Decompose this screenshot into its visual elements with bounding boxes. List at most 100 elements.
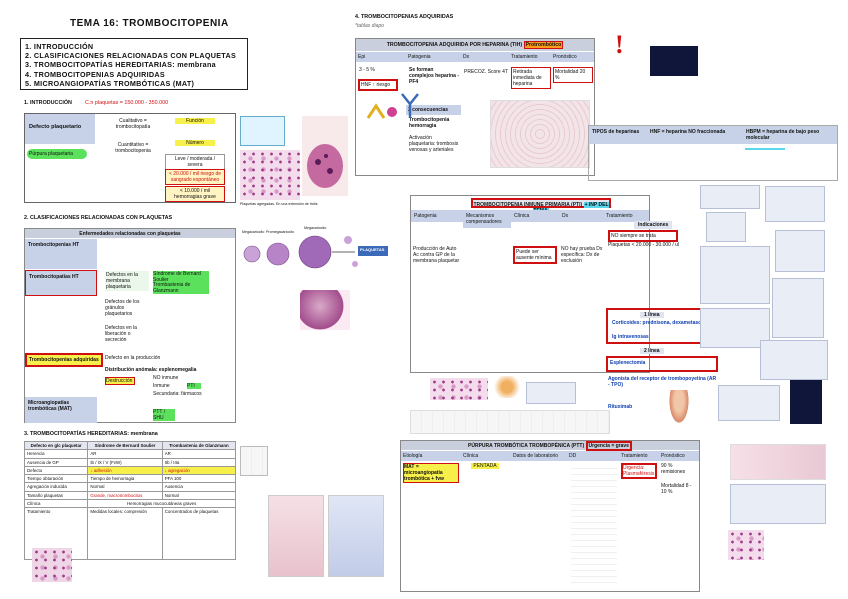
pti-tpo: Agonista del receptor de trombopoyetina … (608, 376, 717, 388)
pti-title: TROMBOCITOPENIA INMUNE PRIMARIA (PTI) (473, 202, 583, 208)
table-cell: Grande, macrotrombocitos (87, 490, 163, 500)
tag-ptt-shu: PTT / SHU (153, 409, 175, 421)
detail-destruccion: Destrucción (105, 377, 135, 385)
intro-diagram: Defecto plaquetario Púrpura plaquetaria … (24, 113, 236, 203)
table-cell: Tamaño plaquetas (23, 490, 89, 500)
outline-item-1: 1. INTRODUCCIÓN (25, 42, 94, 51)
detail-membrana: Defectos en la membrana plaquetaria (105, 271, 149, 291)
defecto-label: Defecto plaquetario (25, 114, 95, 144)
hbpm-factor (745, 148, 785, 150)
ptt-dd-notes (571, 463, 617, 583)
table-cell: Tiempo obturación (23, 474, 89, 484)
intro-heading: 1. INTRODUCCIÓN (24, 100, 72, 106)
slide-thumb-4 (700, 246, 770, 304)
outline-item-2: 2. CLASIFICACIONES RELACIONADAS CON PLAQ… (25, 51, 237, 61)
hit-title: TROMBOCITOPENIA ADQUIRIDA POR HEPARINA (… (386, 42, 523, 48)
ptt-pentada: PENTADA (471, 463, 499, 469)
pti-corticoides: Corticoides: prednisona, dexametasona (612, 320, 708, 326)
funcion-label: Función (175, 118, 215, 124)
ptt-mortalidad: Mortalidad 8 - 10 % (661, 483, 692, 495)
detail-granulos: Defectos de los gránulos plaquetarios (105, 299, 140, 317)
hit-tratamiento: Retirada inmediata de heparina (511, 67, 551, 89)
hit-patogenia: Se forman complejos heparina - PF4 (409, 67, 460, 85)
clasif-table: Enfermedades relacionadas con plaquetas … (24, 228, 236, 423)
hit-dx: PRECOZ. Score 4T (464, 69, 508, 75)
smear-caption: Plaquetas agregadas. En una extensión de… (240, 202, 318, 206)
ptt-col-pronostico: Pronóstico (659, 451, 699, 461)
hit-col-pronostico: Pronóstico (551, 52, 594, 62)
slide-thumb-3 (765, 186, 825, 222)
bernard-soulier-smear-image (32, 548, 72, 582)
table-cell: Tiempo de hemorragia (87, 474, 163, 484)
slide-thumb-7 (772, 278, 824, 338)
pti-text-strip (410, 410, 610, 434)
ptt-etiologia: MAT = microangiopatía trombótica + fvw (403, 463, 459, 483)
adq-heading: 4. TROMBOCITOPENIAS ADQUIRIDAS (355, 14, 454, 20)
slide-thumb-2 (706, 212, 746, 242)
blood-smear-image (240, 150, 300, 200)
table-cell: Ausencia de GP (23, 457, 89, 467)
pti-patogenia: Producción de Auto Ac contra GP de la me… (413, 246, 460, 264)
detail-liberacion: Defectos en la liberación o secreción (105, 325, 137, 343)
tag-pti: PTI (187, 383, 201, 389)
pti-esplenectomia: Esplenectomía (606, 356, 718, 372)
smear-strip-image (430, 378, 488, 400)
ptt-tratamiento: Urgencia: Plasmaféresis (621, 463, 657, 479)
page-title: TEMA 16: TROMBOCITOPENIA (70, 18, 229, 29)
hered-note-image (240, 446, 268, 476)
leve-label: Leve / moderada / severa (165, 154, 225, 170)
hit-table: TROMBOCITOPENIA ADQUIRIDA POR HEPARINA (… (355, 38, 595, 176)
table-cell: ↓ adhesión (87, 465, 163, 476)
outline-item-4: 4. TROMBOCITOPENIAS ADQUIRIDAS (25, 69, 165, 79)
stage-2-label: Promegacariocito (266, 230, 294, 234)
receptor-diagram-1 (268, 495, 324, 577)
stage-1-label: Megacariocito (242, 230, 265, 234)
table-cell: Herencia (23, 449, 89, 459)
hit-dark-card (650, 46, 698, 76)
table-cell: AR (161, 449, 237, 459)
pti-col-dx: Dx (559, 210, 603, 222)
ptt-smear-image (728, 530, 764, 560)
receptor-diagram-2 (328, 495, 384, 577)
tag-bernard-soulier: Síndrome de Bernard Soulier (153, 271, 209, 283)
detail-distribucion: Distribución anómala: esplenomegalia (105, 367, 197, 373)
slide-thumb-9 (718, 385, 780, 421)
tag-farmacos: Secundaria: fármacos (153, 391, 202, 397)
ptt-title: PÚRPURA TROMBÓTICA TROMBOPÉNICA (PTT) (468, 443, 585, 449)
hit-consecuencias: 2 consecuencias (406, 105, 461, 115)
ptt-col-dd: DD (567, 451, 619, 461)
row-trombocitopenias-adquiridas: Trombocitopenias adquiridas (25, 353, 103, 367)
pti-col-clinica: Clínica (511, 210, 559, 222)
cualitativo-label: Cualitativo = trombocitopatía (115, 118, 151, 130)
dark-thumb (790, 380, 822, 424)
table-cell: Defecto (23, 465, 89, 476)
hit-pronostico: Mortalidad 20 % (553, 67, 593, 83)
outline-box: 1. INTRODUCCIÓN 2. CLASIFICACIONES RELAC… (20, 38, 248, 90)
slide-thumb-6 (700, 308, 770, 348)
pti-clinica: Puede ser ausente mínima (513, 246, 557, 264)
heparin-types-title: TIPOS de heparinas (589, 126, 647, 144)
exclamation-icon: ! (615, 30, 624, 59)
clasif-heading: 2. CLASIFICACIONES RELACIONADAS CON PLAQ… (24, 215, 173, 221)
table-cell: ↓ agregación (161, 465, 237, 476)
ptt-col-laboratorio: Datos de laboratorio (511, 451, 567, 461)
antibody-diagram (362, 88, 422, 128)
ptt-pronostico: 90 % remisiones (661, 463, 686, 475)
hit-consecuencia-2: Activación plaquetaria: trombosis venosa… (409, 135, 459, 153)
hit-col-patogenia: Patogenia (406, 52, 461, 62)
hit-col-dx: Dx (461, 52, 509, 62)
pti-rituximab: Rituximab (608, 404, 633, 410)
clasif-table-title: Enfermedades relacionadas con plaquetas (25, 229, 235, 238)
liver-image (668, 390, 690, 426)
adq-subtitle: *tablas diapo (355, 23, 384, 29)
hered-heading: 3. TROMBOCITOPATÍAS HEREDITARIAS: membra… (24, 431, 158, 437)
riesgo-20: < 20.000 / mil riesgo de sangrado espont… (165, 169, 225, 185)
pti-col-tratamiento: Tratamiento (603, 210, 649, 222)
hered-col-3: Trombastenia de Glanzmann (161, 440, 237, 451)
platelet-image (302, 116, 348, 196)
megakaryocyte-diagram: Megacariocito Promegacariocito Megacario… (240, 226, 390, 278)
purpura-label: Púrpura plaquetaria (27, 149, 87, 159)
riesgo-10: < 10.000 / mil hemorragias grave (165, 186, 225, 202)
table-cell: Clínica (23, 498, 89, 509)
table-cell: Normal (87, 482, 163, 492)
